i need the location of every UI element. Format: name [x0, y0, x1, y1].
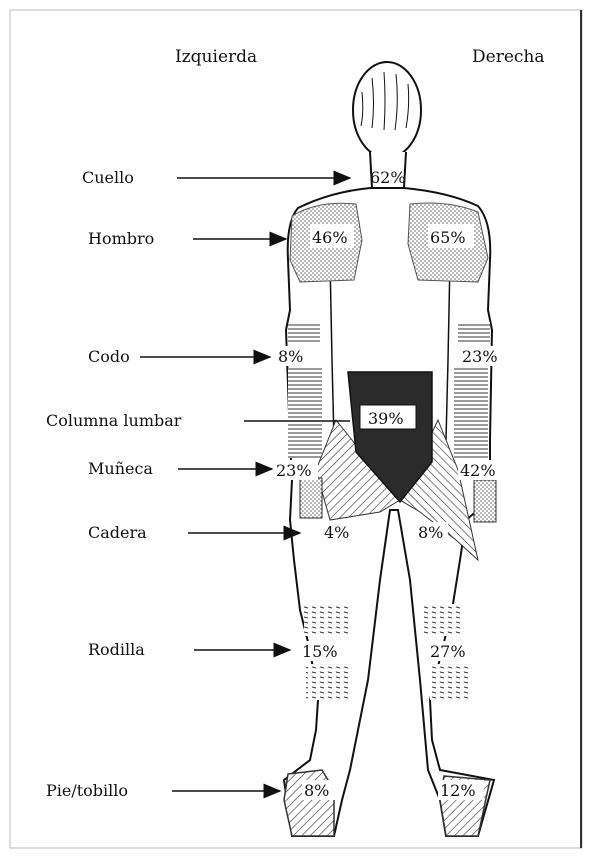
label-hombro: Hombro	[88, 229, 154, 248]
pct-pie-right: 12%	[440, 781, 476, 800]
pct-rodilla-left: 15%	[302, 642, 338, 661]
label-columna-lumbar: Columna lumbar	[46, 411, 182, 430]
label-rodilla: Rodilla	[88, 640, 145, 659]
right-knee-lower	[430, 664, 472, 700]
pct-cuello: 62%	[370, 168, 406, 187]
pct-columna-lumbar: 39%	[368, 409, 404, 428]
right-side-label: Derecha	[472, 47, 544, 67]
right-elbow	[458, 322, 490, 342]
label-muneca: Muñeca	[88, 459, 153, 478]
pct-codo-right: 23%	[462, 347, 498, 366]
pct-cadera-right: 8%	[418, 523, 443, 542]
pct-muneca-right: 42%	[460, 461, 496, 480]
pct-rodilla-right: 27%	[430, 642, 466, 661]
right-forearm	[454, 368, 488, 460]
label-cuello: Cuello	[82, 168, 134, 187]
left-knee-upper	[304, 604, 348, 636]
left-knee-lower	[306, 664, 350, 700]
pct-hombro-left: 46%	[312, 228, 348, 247]
pct-pie-left: 8%	[304, 781, 329, 800]
label-cadera: Cadera	[88, 523, 147, 542]
pct-hombro-right: 65%	[430, 228, 466, 247]
pct-muneca-left: 23%	[276, 461, 312, 480]
right-knee-upper	[420, 604, 464, 636]
left-wrist	[300, 478, 322, 518]
left-foot	[284, 770, 334, 836]
label-pie-tobillo: Pie/tobillo	[46, 781, 128, 800]
pct-codo-left: 8%	[278, 347, 303, 366]
pct-cadera-left: 4%	[324, 523, 349, 542]
left-elbow	[288, 324, 320, 344]
left-side-label: Izquierda	[175, 47, 257, 67]
label-codo: Codo	[88, 347, 130, 366]
right-wrist	[474, 480, 496, 522]
left-forearm	[288, 368, 322, 458]
